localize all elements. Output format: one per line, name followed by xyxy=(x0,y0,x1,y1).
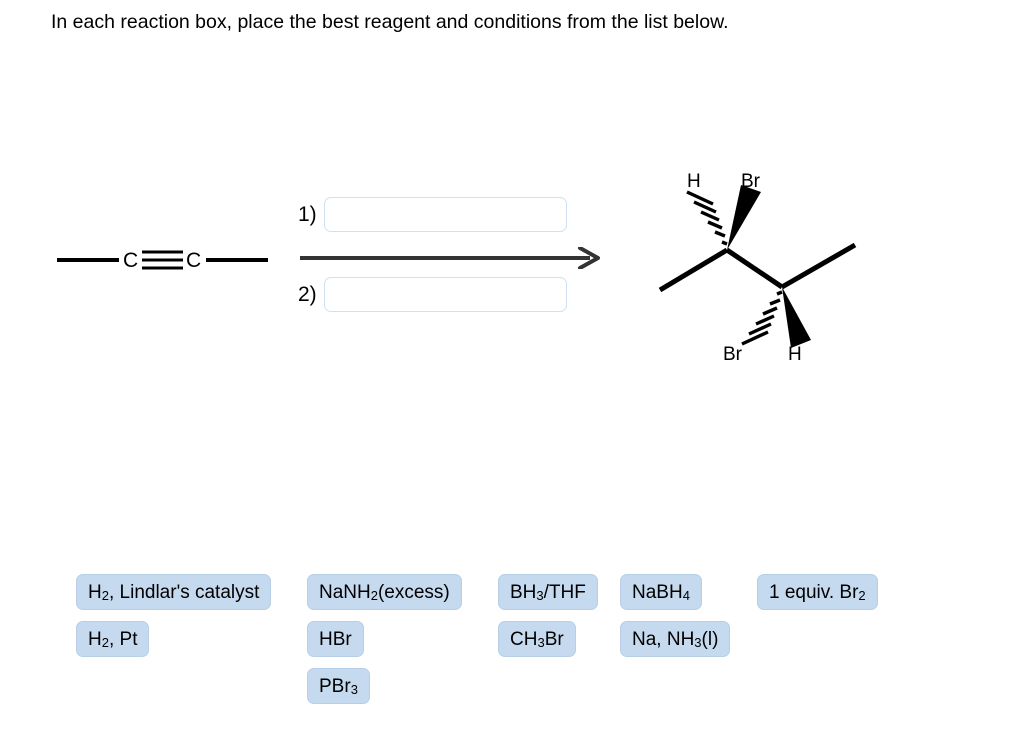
alkyne-skeletal-svg xyxy=(57,250,268,270)
solid-wedge-to-br-top xyxy=(727,185,761,250)
reaction-arrow xyxy=(300,247,600,269)
product-atom-label-br-top: Br xyxy=(741,171,760,192)
reagent-drop-box-2[interactable] xyxy=(324,276,567,312)
product-atom-label-h-top: H xyxy=(687,171,701,192)
product-structure: H Br Br H xyxy=(645,160,885,370)
product-skeletal-svg xyxy=(658,185,857,348)
arrow-head xyxy=(578,247,600,269)
product-atom-label-h-bottom: H xyxy=(788,344,802,365)
alkyne-carbon-label-left: C xyxy=(123,249,139,272)
alkyne-carbon-label-right: C xyxy=(186,249,202,272)
hashed-wedge-to-h-top xyxy=(686,190,728,246)
page-title: In each reaction box, place the best rea… xyxy=(51,11,729,33)
bond-methyl-left xyxy=(658,247,729,293)
bond-c2-c3 xyxy=(725,247,784,290)
solid-wedge-to-h-bottom xyxy=(782,287,811,348)
reagent-drop-box-1[interactable] xyxy=(324,196,567,232)
reagent-chip-hbr[interactable]: HBr xyxy=(307,621,364,657)
starting-material-structure: C C xyxy=(55,235,280,285)
reaction-scheme: C C 1) 2) xyxy=(0,150,1016,380)
reaction-step-1: 1) xyxy=(298,195,598,233)
step-1-label: 1) xyxy=(298,202,317,226)
step-2-label: 2) xyxy=(298,282,317,306)
product-atom-label-br-bottom: Br xyxy=(723,344,742,365)
reaction-step-2: 2) xyxy=(298,275,598,313)
reaction-conditions-area: 1) 2) xyxy=(298,195,608,320)
bond-methyl-right xyxy=(780,242,857,290)
hashed-wedge-to-br-bottom xyxy=(741,290,783,346)
